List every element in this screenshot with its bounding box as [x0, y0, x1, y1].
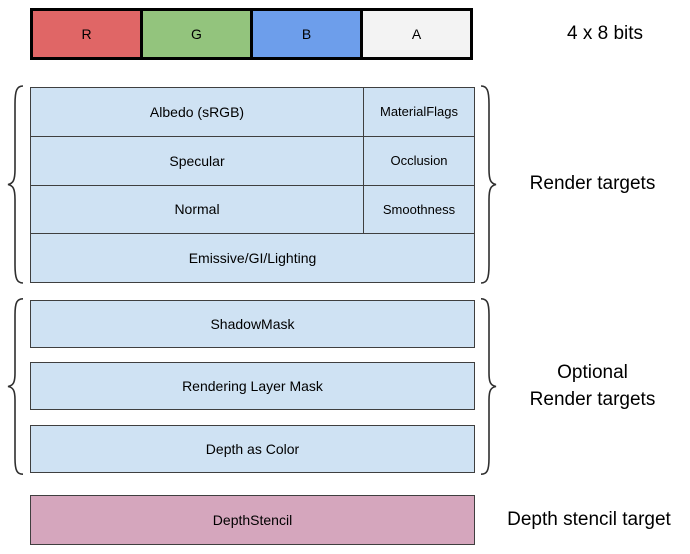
rt-cell-albedo: Albedo (sRGB): [149, 103, 245, 120]
optional-label-line2: Render targets: [529, 388, 656, 410]
table-row: Normal Smoothness: [31, 184, 474, 234]
optional-box-rendering-layer-mask: Rendering Layer Mask: [30, 362, 475, 410]
channel-cell-b: B: [250, 11, 360, 57]
channel-cell-r: R: [33, 11, 140, 57]
optional-label-line1: Optional: [557, 361, 628, 383]
table-row: Albedo (sRGB) MaterialFlags: [31, 88, 474, 136]
render-targets-label-text: Render targets: [529, 173, 656, 195]
depth-stencil-label: Depth stencil target: [488, 495, 690, 545]
render-targets-label: Render targets: [495, 84, 690, 285]
curly-brace-left-icon: [6, 297, 26, 476]
table-row: Emissive/GI/Lighting: [31, 233, 474, 282]
curly-brace-right-icon: [478, 297, 498, 476]
table-row: Specular Occlusion: [31, 135, 474, 185]
depth-stencil-box: DepthStencil: [30, 495, 475, 545]
channel-cell-a: A: [360, 11, 470, 57]
rt-cell-materialflags: MaterialFlags: [363, 88, 474, 136]
optional-box-shadowmask: ShadowMask: [30, 300, 475, 348]
bits-caption: 4 x 8 bits: [566, 23, 644, 44]
curly-brace-left-icon: [6, 84, 26, 285]
rt-cell-emissive: Emissive/GI/Lighting: [188, 250, 317, 267]
channel-cell-g: G: [140, 11, 250, 57]
rt-cell-smoothness: Smoothness: [363, 185, 474, 234]
channel-bar: R G B A: [30, 8, 473, 60]
depth-stencil-label-text: Depth stencil target: [507, 508, 671, 530]
curly-brace-right-icon: [478, 84, 498, 285]
render-targets-table: Albedo (sRGB) MaterialFlags Specular Occ…: [30, 87, 475, 283]
optional-render-targets-label: Optional Render targets: [495, 297, 690, 476]
optional-box-depth-as-color: Depth as Color: [30, 425, 475, 473]
rt-cell-normal: Normal: [174, 201, 220, 218]
rt-cell-occlusion: Occlusion: [363, 136, 474, 185]
rt-cell-specular: Specular: [169, 152, 225, 169]
